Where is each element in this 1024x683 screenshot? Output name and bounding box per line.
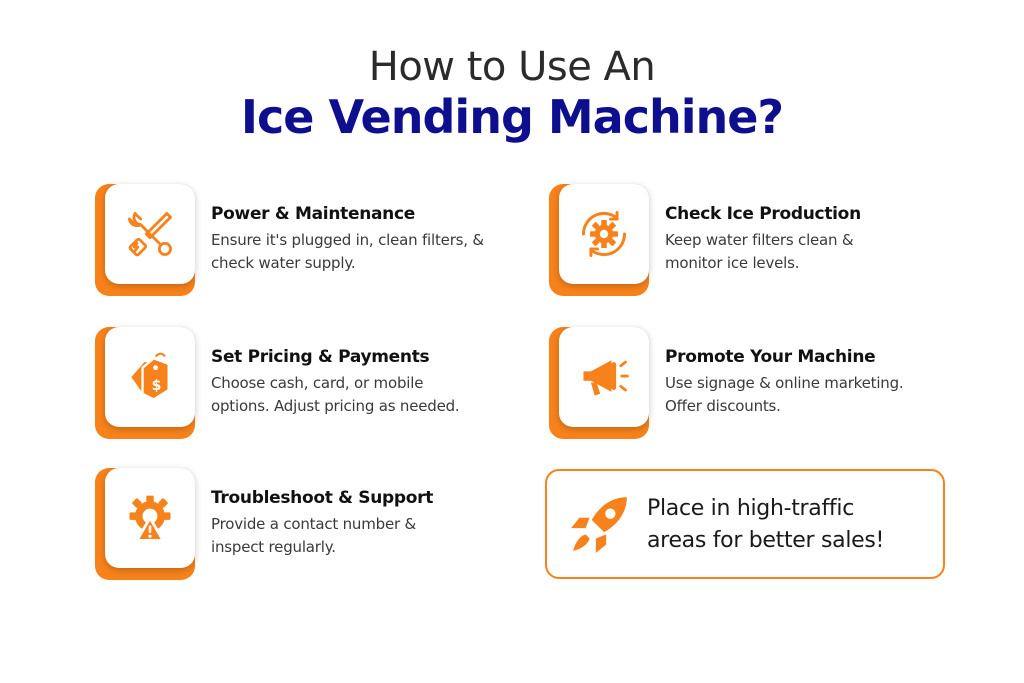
tip-text: Place in high-traffic areas for better s… [647, 496, 885, 553]
price-tag-icon: $ [131, 352, 170, 401]
card-description: Ensure it's plugged in, clean filters, &… [211, 231, 484, 272]
icon-box [549, 184, 649, 296]
icon-box: $ [95, 327, 195, 439]
icon-box [549, 327, 649, 439]
title-line-2: Ice Vending Machine? [240, 90, 784, 144]
tools-icon [128, 212, 172, 257]
card-description: Provide a contact number & inspect regul… [211, 515, 417, 556]
card-title: Set Pricing & Payments [211, 347, 430, 367]
tip-callout: Place in high-traffic areas for better s… [545, 469, 945, 579]
gear-cycle-icon [581, 211, 627, 257]
icon-box [95, 468, 195, 580]
card-title: Check Ice Production [665, 204, 861, 224]
title-line-1: How to Use An [368, 44, 656, 90]
card-description: Choose cash, card, or mobile options. Ad… [211, 374, 460, 415]
card-title: Promote Your Machine [665, 347, 876, 367]
card-description: Keep water filters clean & monitor ice l… [665, 231, 854, 272]
rocket-icon [571, 497, 627, 553]
icon-box [95, 184, 195, 296]
card-title: Troubleshoot & Support [211, 488, 434, 508]
card-description: Use signage & online marketing. Offer di… [665, 374, 904, 415]
card-title: Power & Maintenance [211, 204, 415, 224]
megaphone-icon [583, 360, 629, 396]
gear-warning-icon [129, 495, 171, 542]
svg-text:$: $ [152, 378, 162, 394]
